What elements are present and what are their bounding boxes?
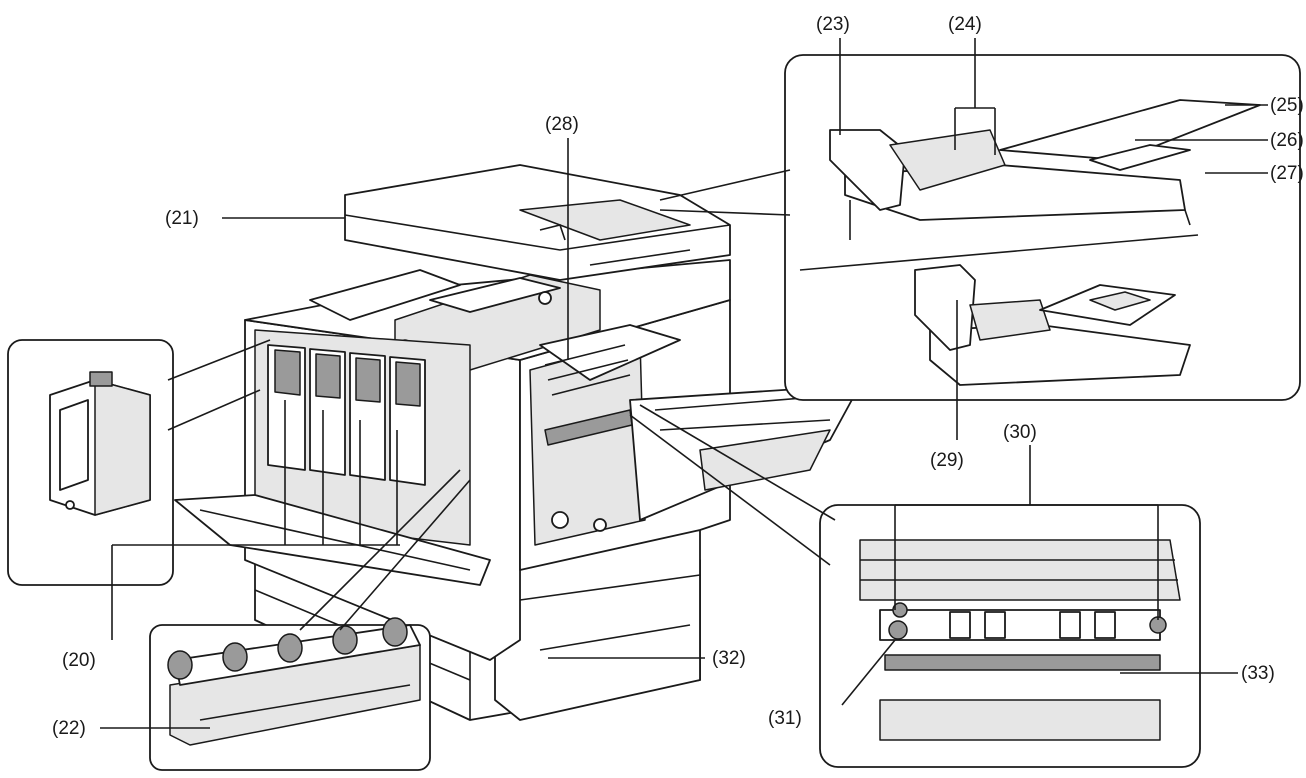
callout-31: (31) <box>768 708 802 729</box>
waste-box-nozzles <box>167 617 408 680</box>
toner-cartridge-bay <box>267 344 426 486</box>
callout-32: (32) <box>712 648 746 669</box>
callout-labels: (20) (21) (22) (23) (24) (25) (26) (27) … <box>52 14 1304 739</box>
callout-29: (29) <box>930 450 964 471</box>
callout-26: (26) <box>1270 130 1304 151</box>
callout-30: (30) <box>1003 422 1037 443</box>
callout-25: (25) <box>1270 95 1304 116</box>
callout-21: (21) <box>165 208 199 229</box>
printer-main-unit <box>174 164 861 721</box>
fuser-area-inset <box>629 404 1201 768</box>
fuser-rollers <box>949 611 1116 639</box>
callout-27: (27) <box>1270 163 1304 184</box>
callout-33: (33) <box>1241 663 1275 684</box>
waste-toner-box-inset <box>149 469 471 771</box>
leader-lines <box>100 38 1268 729</box>
callout-28: (28) <box>545 114 579 135</box>
callout-20: (20) <box>62 650 96 671</box>
toner-cartridge-inset <box>7 339 271 586</box>
callout-24: (24) <box>948 14 982 35</box>
document-feeder-inset <box>659 54 1301 401</box>
callout-22: (22) <box>52 718 86 739</box>
callout-23: (23) <box>816 14 850 35</box>
